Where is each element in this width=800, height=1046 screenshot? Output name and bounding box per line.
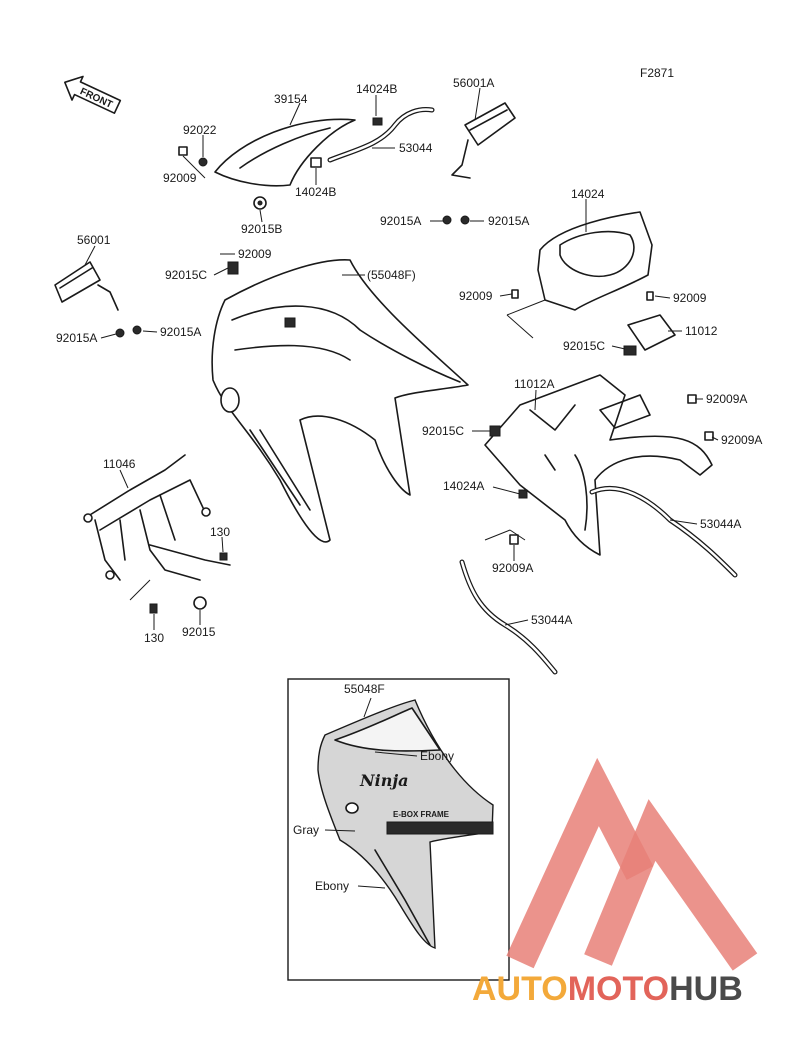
part-label: 53044A: [531, 613, 572, 627]
watermark-part-auto: AUTO: [472, 970, 568, 1008]
color-label-ebony-top: Ebony: [420, 749, 454, 763]
decal-ninja-text: Ninja: [359, 771, 409, 790]
grommet-92015B-icon: [253, 196, 267, 210]
screw-92009-c-icon: [511, 289, 519, 299]
screw-92009A-b-icon: [704, 431, 714, 441]
color-detail-inset: E-BOX FRAME Ninja 55048F Ebony Gray Ebon…: [287, 678, 510, 981]
part-label: 92009A: [492, 561, 533, 575]
cover-11012-part: [623, 314, 676, 356]
stay-11046-part: [83, 454, 231, 581]
part-label: 92015A: [488, 214, 529, 228]
part-label: 92009: [163, 171, 197, 185]
leader-lines: [84, 87, 719, 630]
part-label: 92009A: [706, 392, 747, 406]
bolt-130-b-icon: [149, 603, 158, 614]
nut-92015-icon: [193, 596, 207, 610]
color-label-ebony-bottom: Ebony: [315, 879, 349, 893]
screw-92009A-a-icon: [687, 394, 697, 404]
bolt-92022-icon: [198, 157, 208, 167]
bolt-92009-icon: [178, 146, 188, 156]
screw-92009A-c-icon: [509, 534, 519, 545]
clip-14024B-top-icon: [372, 117, 383, 126]
part-label: 92009A: [721, 433, 762, 447]
part-label: 92015C: [422, 424, 464, 438]
figure-code: F2871: [640, 66, 674, 80]
color-label-gray: Gray: [293, 823, 319, 837]
watermark-part-moto: MOTO: [568, 970, 669, 1008]
bolt-130-a-icon: [219, 552, 228, 561]
svg-text:AUTOMOTOHUB: AUTOMOTOHUB: [472, 970, 743, 1008]
part-label: 130: [144, 631, 164, 645]
part-label: 56001A: [453, 76, 494, 90]
part-label: 14024B: [356, 82, 397, 96]
part-label: 92015A: [160, 325, 201, 339]
part-label: (55048F): [367, 268, 416, 282]
trim-53044-part: [327, 107, 435, 163]
part-label: 56001: [77, 233, 111, 247]
part-label: 11012A: [514, 377, 554, 391]
part-label: 92015C: [563, 339, 605, 353]
automotohub-logo: AUTOMOTOHUB: [472, 757, 758, 1008]
part-label: 53044A: [700, 517, 741, 531]
clip-14024B-bottom-icon: [310, 157, 322, 168]
inset-part-label: 55048F: [344, 682, 385, 696]
meter-panel-part: [537, 211, 653, 311]
part-label: 92009: [673, 291, 707, 305]
part-label: 92015B: [241, 222, 282, 236]
part-label: 11012: [685, 324, 718, 338]
part-label: 92015A: [56, 331, 97, 345]
mirror-right-part: [442, 102, 516, 225]
trim-53044A-upper-part: [589, 485, 738, 578]
part-label: 92015C: [165, 268, 207, 282]
screw-92009-d-icon: [646, 291, 654, 301]
part-label: 14024B: [295, 185, 336, 199]
part-label: 92009: [238, 247, 272, 261]
part-label: 39154: [274, 92, 308, 106]
windshield-part: [214, 118, 356, 187]
part-label: 92015: [182, 625, 216, 639]
part-label: 130: [210, 525, 230, 539]
part-label: 92009: [459, 289, 493, 303]
part-label: 92015A: [380, 214, 421, 228]
mirror-left-part: [54, 261, 142, 338]
inner-panel-part: [484, 374, 713, 556]
decal-frame-text: E-BOX FRAME: [393, 810, 450, 819]
watermark-part-hub: HUB: [669, 970, 743, 1008]
front-arrow-icon: FRONT: [64, 75, 122, 114]
part-label: 11046: [103, 457, 136, 471]
part-label: 53044: [399, 141, 433, 155]
part-label: 92022: [183, 123, 217, 137]
part-label: 14024: [571, 187, 605, 201]
upper-cowl-part: [211, 259, 469, 543]
part-label: 14024A: [443, 479, 484, 493]
